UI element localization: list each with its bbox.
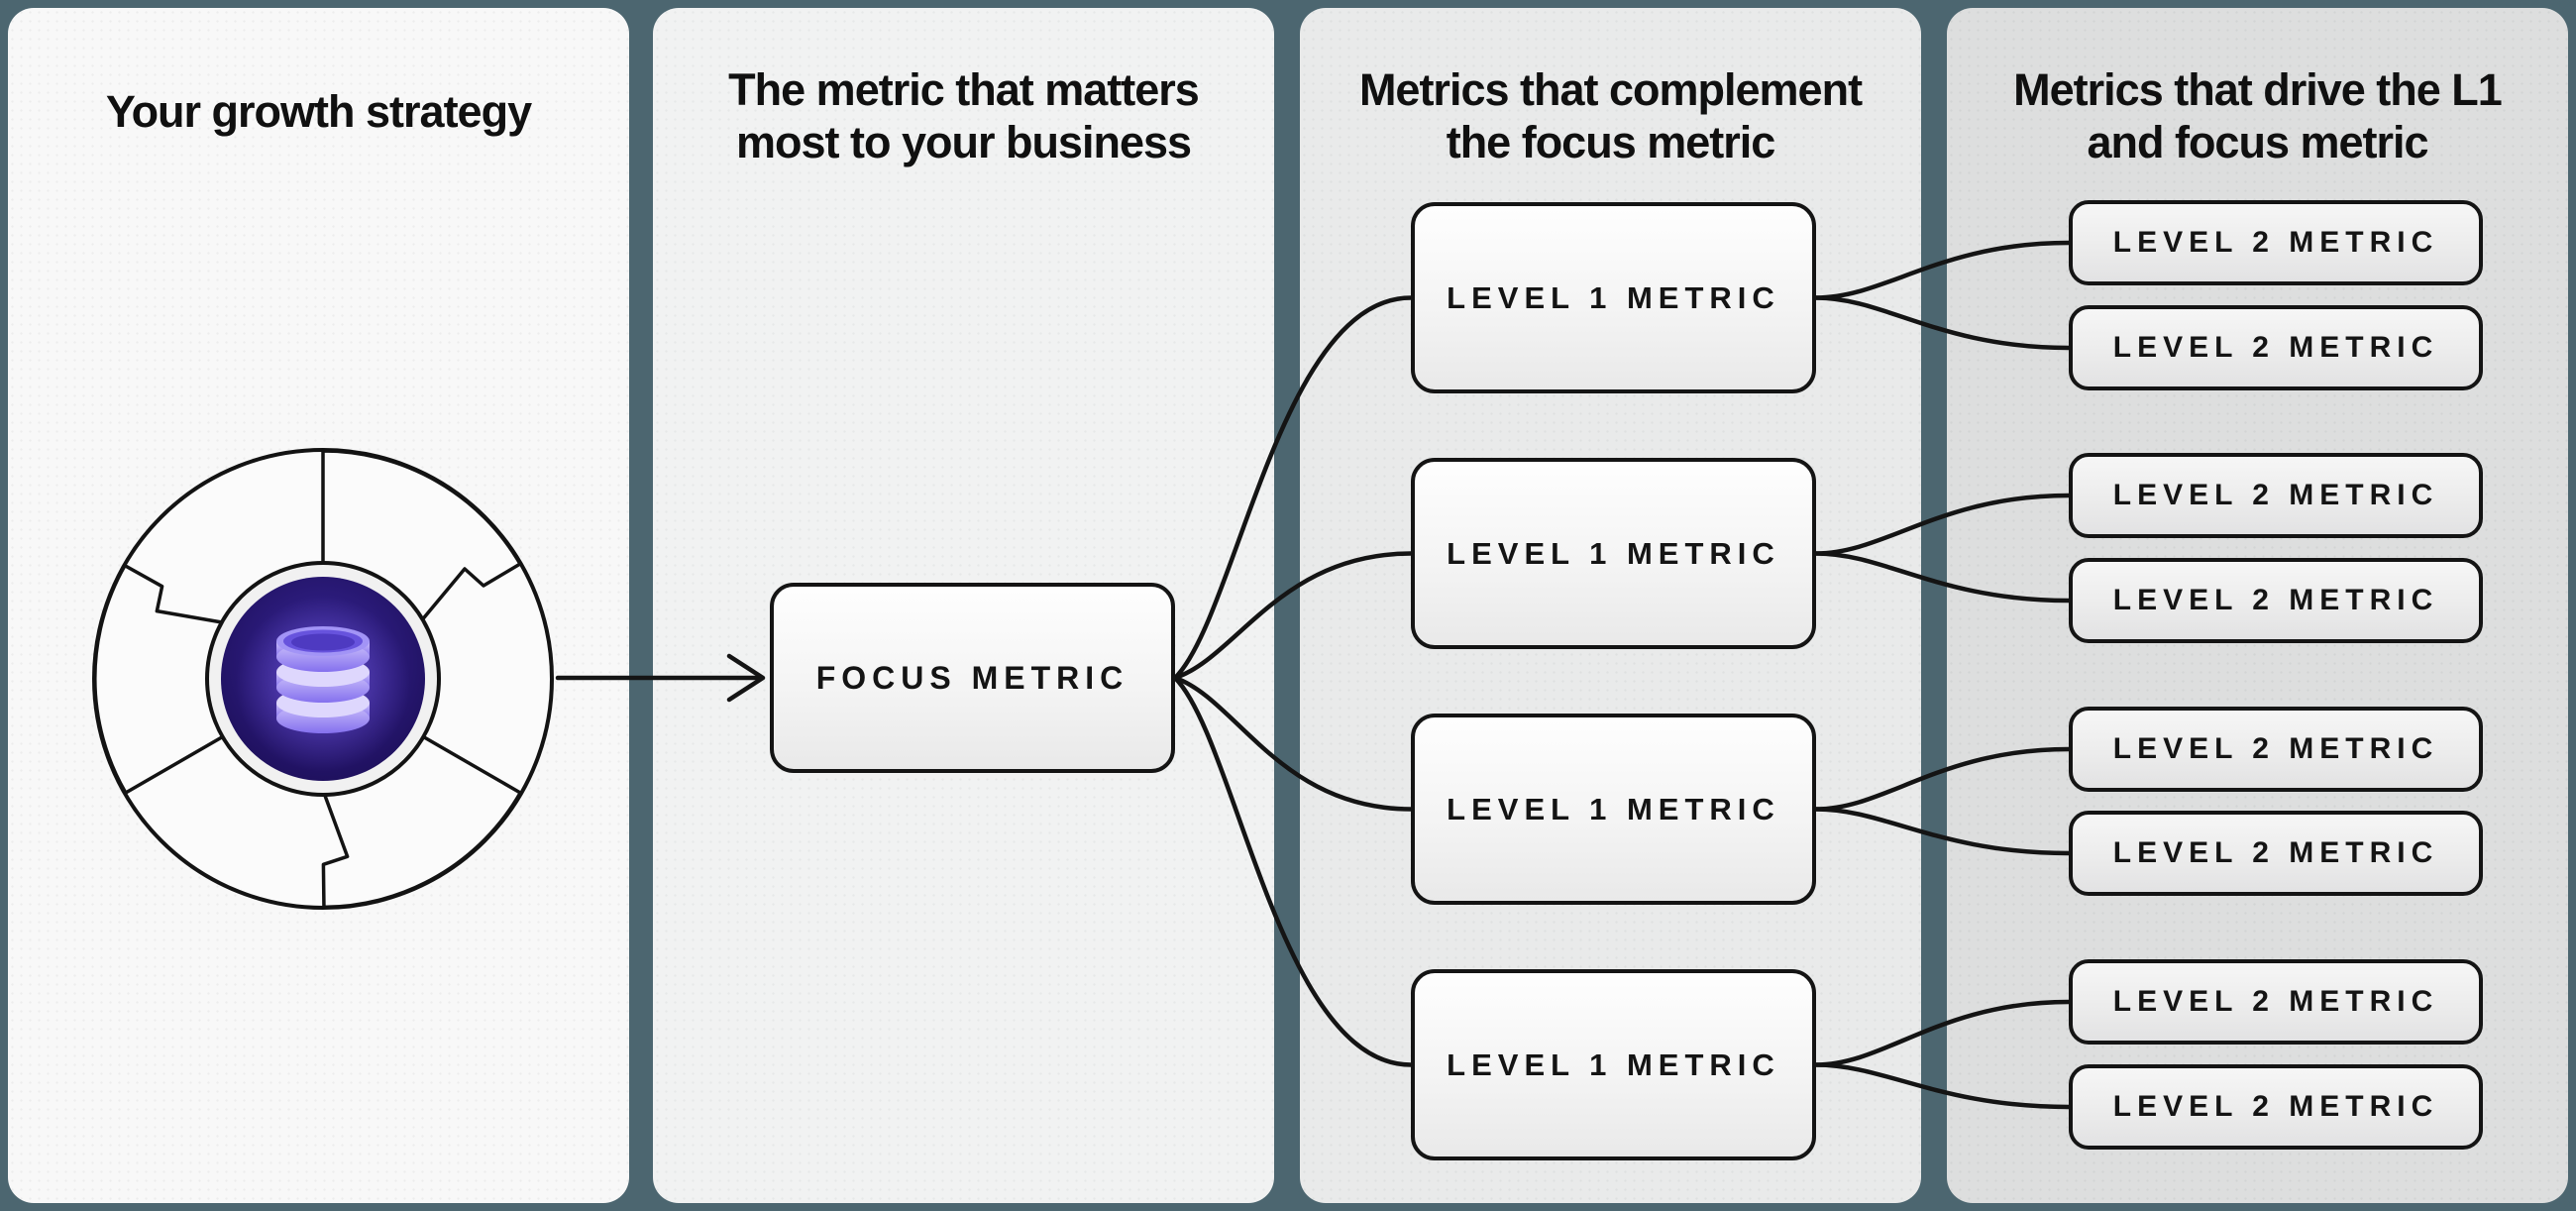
panel-title-line: Metrics that complement: [1358, 64, 1863, 115]
level1-metric-node: LEVEL 1 METRIC: [1411, 714, 1816, 905]
level2-metric-node: LEVEL 2 METRIC: [2069, 811, 2483, 896]
panel-title-line: The metric that matters: [728, 64, 1200, 115]
panel-title-line: Metrics that drive the L1: [2013, 64, 2503, 115]
panel-title-line: and focus metric: [2087, 117, 2428, 167]
panel-title-growth-strategy: Your growth strategy: [8, 8, 629, 138]
panel-title-line: most to your business: [735, 117, 1192, 167]
level2-metric-node: LEVEL 2 METRIC: [2069, 959, 2483, 1045]
panel-growth-strategy: Your growth strategy: [8, 8, 629, 1203]
panel-title-line: Your growth strategy: [105, 86, 532, 137]
level1-metric-label: LEVEL 1 METRIC: [1447, 1046, 1780, 1082]
level2-metric-node: LEVEL 2 METRIC: [2069, 453, 2483, 538]
panel-title-level1-metrics: Metrics that complement the focus metric: [1300, 8, 1921, 168]
panel-title-level2-metrics: Metrics that drive the L1 and focus metr…: [1947, 8, 2568, 168]
level2-metric-node: LEVEL 2 METRIC: [2069, 200, 2483, 285]
level2-metric-node: LEVEL 2 METRIC: [2069, 558, 2483, 643]
level1-metric-label: LEVEL 1 METRIC: [1447, 791, 1780, 826]
database-icon: [276, 626, 370, 733]
flywheel-blades: [93, 449, 522, 910]
level2-metric-label: LEVEL 2 METRIC: [2112, 331, 2439, 364]
level2-metric-node: LEVEL 2 METRIC: [2069, 707, 2483, 792]
level1-metric-node: LEVEL 1 METRIC: [1411, 969, 1816, 1160]
focus-metric-node: FOCUS METRIC: [770, 583, 1175, 773]
level1-metric-node: LEVEL 1 METRIC: [1411, 202, 1816, 393]
level2-metric-label: LEVEL 2 METRIC: [2112, 985, 2439, 1018]
panel-title-focus-metric: The metric that matters most to your bus…: [653, 8, 1274, 168]
level2-metric-label: LEVEL 2 METRIC: [2112, 479, 2439, 511]
flywheel-database-icon: [92, 448, 554, 910]
level1-metric-node: LEVEL 1 METRIC: [1411, 458, 1816, 649]
level2-metric-label: LEVEL 2 METRIC: [2112, 584, 2439, 616]
level2-metric-label: LEVEL 2 METRIC: [2112, 732, 2439, 765]
level2-metric-node: LEVEL 2 METRIC: [2069, 1064, 2483, 1150]
panel-title-line: the focus metric: [1446, 117, 1776, 167]
level2-metric-label: LEVEL 2 METRIC: [2112, 836, 2439, 869]
level2-metric-node: LEVEL 2 METRIC: [2069, 305, 2483, 390]
level1-metric-label: LEVEL 1 METRIC: [1447, 279, 1780, 315]
level2-metric-label: LEVEL 2 METRIC: [2112, 226, 2439, 259]
level2-metric-label: LEVEL 2 METRIC: [2112, 1090, 2439, 1123]
focus-metric-label: FOCUS METRIC: [815, 659, 1129, 696]
level1-metric-label: LEVEL 1 METRIC: [1447, 535, 1780, 571]
